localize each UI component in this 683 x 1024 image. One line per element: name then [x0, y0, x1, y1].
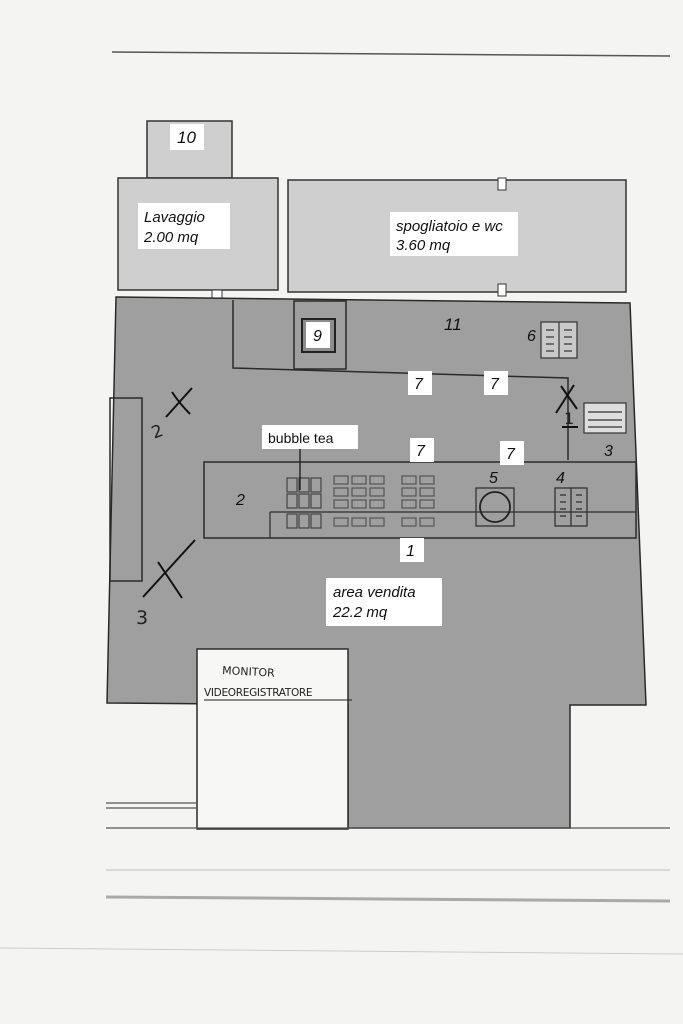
label-box [400, 538, 424, 562]
left-shelf [109, 397, 143, 582]
shop-floor [106, 296, 647, 829]
ingredient-trays [333, 475, 435, 527]
door-marker [211, 289, 223, 299]
label-1: 1 [406, 543, 415, 560]
label-6: 6 [527, 328, 536, 345]
label-box [484, 371, 508, 395]
bottom-rule [0, 947, 683, 955]
label-box [408, 371, 432, 395]
bottom-rule [105, 895, 671, 903]
label-box [326, 578, 442, 626]
monitor-area [196, 648, 349, 830]
room-lavaggio-name: Lavaggio [144, 209, 205, 226]
door-marker [497, 177, 507, 191]
label-box [170, 124, 204, 150]
label-box [138, 203, 230, 249]
room-spogliatoio-name: spogliatoio e wc [396, 218, 503, 235]
label-2: 2 [235, 492, 245, 509]
room-area-vendita-name: area vendita [333, 584, 416, 601]
label-10: 10 [177, 128, 196, 147]
bubble-tea-trays [286, 477, 322, 529]
room-area-vendita-area: 22.2 mq [332, 604, 388, 621]
label-box [500, 441, 524, 465]
label-4: 4 [556, 470, 565, 487]
machine-5 [479, 491, 511, 523]
label-9: 9 [313, 328, 322, 345]
label-bubble-tea: bubble tea [268, 430, 334, 446]
label-box [410, 438, 434, 462]
label-3-right: 3 [604, 443, 613, 460]
door-marker [497, 283, 507, 297]
label-7a: 7 [414, 376, 424, 393]
camera-mark-3 [142, 539, 196, 599]
machine-5-base [475, 487, 515, 527]
monitor-label-line1: MONITOR [222, 664, 276, 680]
cabinet-3 [583, 402, 627, 434]
label-box [390, 212, 518, 256]
fridge-4 [554, 487, 588, 527]
label-box [306, 322, 330, 348]
room-lavaggio-area: 2.00 mq [143, 229, 199, 246]
camera-mark-2 [165, 387, 193, 418]
camera-mark-1 [555, 384, 578, 428]
label-7b: 7 [490, 376, 500, 393]
top-rule [111, 51, 671, 57]
label-11: 11 [444, 315, 462, 334]
camera-label-1: 1 [564, 409, 574, 428]
label-7d: 7 [506, 446, 516, 463]
label-7c: 7 [416, 443, 426, 460]
camera-label-3: 3 [136, 607, 148, 629]
back-counter [232, 300, 569, 460]
cabinet-6 [540, 321, 578, 359]
label-5: 5 [489, 470, 498, 487]
monitor-label-line2: VIDEOREGISTRATORE [204, 687, 312, 699]
room-spogliatoio-area: 3.60 mq [396, 237, 451, 254]
label-box [262, 425, 358, 449]
cabinet-9-area [293, 300, 347, 370]
